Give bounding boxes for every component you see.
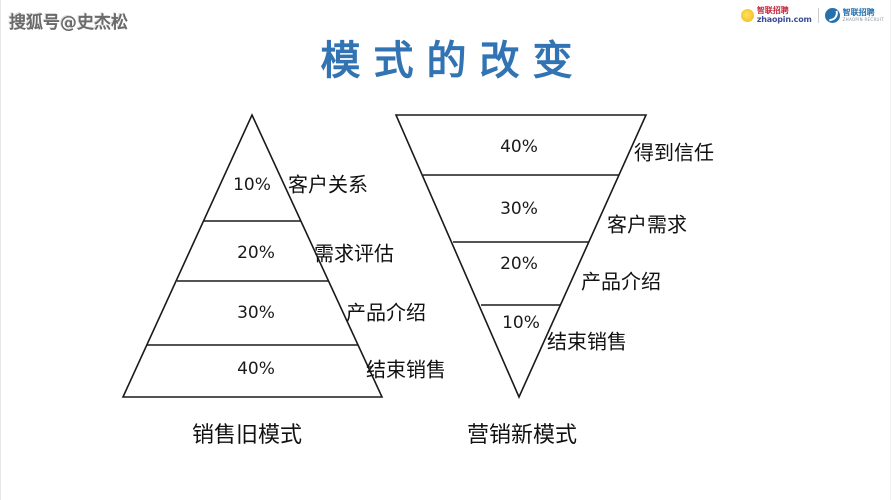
logo-left-stack: 智联招聘 zhaopin.com xyxy=(757,7,812,24)
logo-zhaopin-right: 智联招聘 ZHAOPIN RECRUIT xyxy=(824,7,884,23)
right-percent-1: 40% xyxy=(500,137,538,157)
left-pyramid-outline xyxy=(121,113,384,398)
left-percent-4: 40% xyxy=(237,359,275,379)
logo-right-stack: 智联招聘 ZHAOPIN RECRUIT xyxy=(842,7,884,23)
logo-divider xyxy=(817,8,819,23)
right-funnel-outline xyxy=(394,114,648,399)
right-percent-4: 10% xyxy=(502,313,540,333)
left-pyramid xyxy=(121,113,384,398)
right-caption: 营销新模式 xyxy=(466,423,578,448)
right-label-2: 客户需求 xyxy=(607,212,687,237)
left-percent-1: 10% xyxy=(233,175,271,195)
left-caption: 销售旧模式 xyxy=(191,423,303,448)
logo-right-sub: ZHAOPIN RECRUIT xyxy=(842,17,884,23)
left-percent-3: 30% xyxy=(237,303,275,323)
right-label-4: 结束销售 xyxy=(547,329,627,354)
left-label-1: 客户关系 xyxy=(288,172,368,197)
sun-icon xyxy=(740,9,754,22)
logo-right-cn: 智联招聘 xyxy=(842,7,875,17)
right-label-3: 产品介绍 xyxy=(581,269,661,294)
right-percent-2: 30% xyxy=(500,199,538,219)
left-percent-2: 20% xyxy=(237,243,275,263)
watermark-text: 搜狐号@史杰松 xyxy=(9,13,128,33)
right-label-1: 得到信任 xyxy=(634,140,714,165)
left-label-2: 需求评估 xyxy=(314,241,394,266)
right-funnel xyxy=(394,114,648,399)
swoosh-icon xyxy=(824,8,840,23)
logo-zhaopin-left: 智联招聘 zhaopin.com xyxy=(740,7,812,24)
page-title: 模式的改变 xyxy=(320,38,586,84)
logo-left-cn: 智联招聘 xyxy=(756,6,789,15)
right-percent-3: 20% xyxy=(500,254,538,274)
left-label-3: 产品介绍 xyxy=(346,300,426,325)
logo-left-word: zhaopin.com xyxy=(756,15,812,24)
logo-bar: 智联招聘 zhaopin.com 智联招聘 ZHAOPIN RECRUIT xyxy=(740,7,884,24)
left-label-4: 结束销售 xyxy=(366,357,446,382)
